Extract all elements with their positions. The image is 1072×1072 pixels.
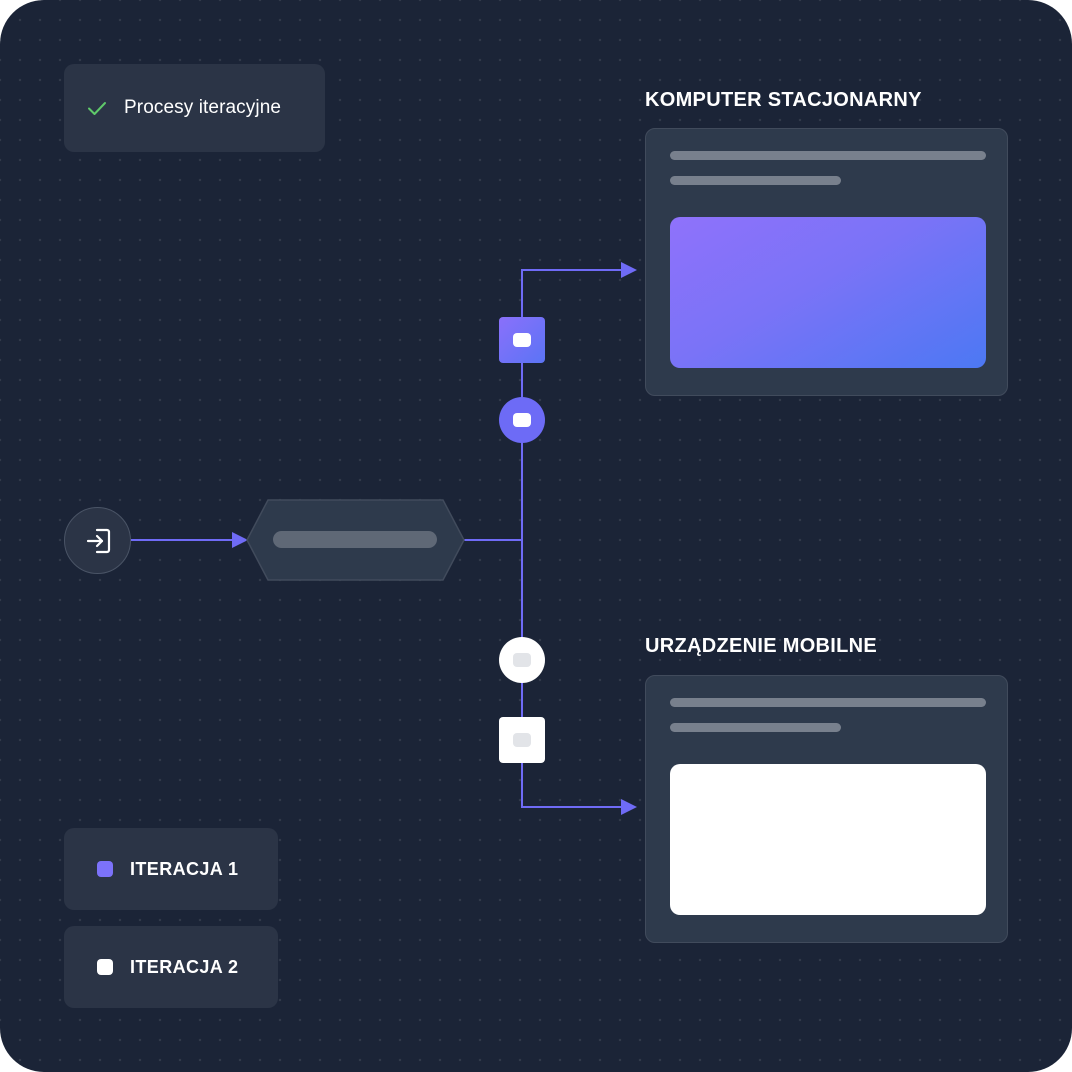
mobile-preview [670, 764, 986, 915]
iteration-2-square-marker [499, 717, 545, 763]
desktop-card [645, 128, 1008, 396]
iteration-1-circle-marker [499, 397, 545, 443]
legend-item-iteration-1: ITERACJA 1 [64, 828, 278, 910]
text-placeholder [670, 698, 986, 707]
status-chip: Procesy iteracyjne [64, 64, 325, 152]
mobile-card [645, 675, 1008, 943]
legend-label: ITERACJA 1 [130, 858, 239, 879]
text-placeholder [670, 176, 841, 185]
legend-swatch [97, 861, 113, 877]
desktop-title: KOMPUTER STACJONARNY [645, 89, 922, 111]
status-chip-label: Procesy iteracyjne [124, 97, 282, 118]
text-placeholder [670, 723, 841, 732]
sign-in-icon [86, 528, 110, 553]
input-node[interactable] [64, 507, 131, 574]
legend-swatch [97, 959, 113, 975]
legend-label: ITERACJA 2 [130, 956, 239, 977]
iteration-1-square-marker [499, 317, 545, 363]
desktop-preview [670, 217, 986, 368]
text-placeholder [670, 151, 986, 160]
check-icon [88, 102, 106, 115]
process-node-placeholder [273, 531, 437, 548]
mobile-title: URZĄDZENIE MOBILNE [645, 635, 878, 657]
iteration-2-circle-marker [499, 637, 545, 683]
legend-item-iteration-2: ITERACJA 2 [64, 926, 278, 1008]
